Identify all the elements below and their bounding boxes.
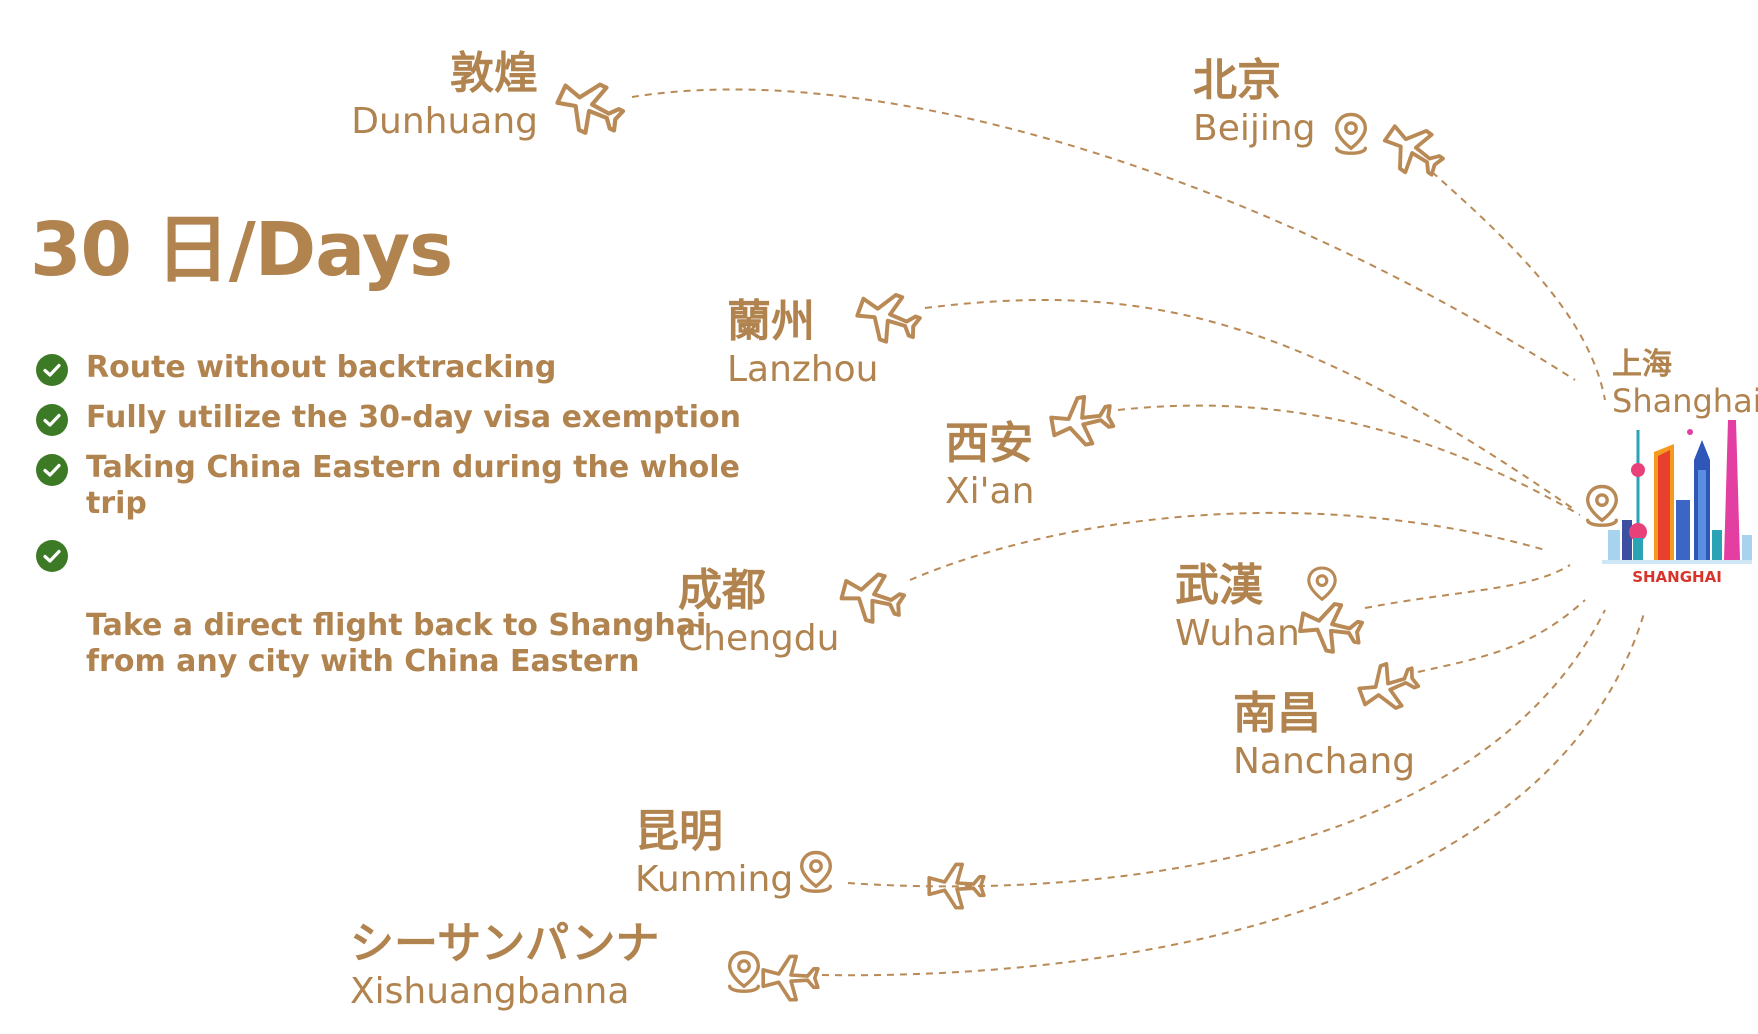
shanghai-skyline-illustration — [1598, 410, 1756, 610]
city-name-zh: 蘭州 — [727, 296, 815, 347]
city-kunming: 昆明 Kunming — [635, 806, 793, 902]
city-name-en: Chengdu — [678, 618, 840, 659]
hub-badge: SHANGHAI — [1632, 568, 1722, 586]
city-name-zh: 昆明 — [635, 806, 723, 857]
feature-item: Take a direct flight back to Shanghai fr… — [36, 536, 786, 680]
check-circle-icon — [36, 454, 68, 486]
feature-item: Taking China Eastern during the whole tr… — [36, 450, 786, 522]
route-xian — [1117, 404, 1581, 516]
location-pin-icon — [718, 946, 770, 998]
feature-text: Taking China Eastern during the whole tr… — [86, 450, 740, 521]
airplane-icon — [824, 549, 922, 640]
check-circle-icon — [36, 354, 68, 386]
feature-text: Route without backtracking — [86, 350, 557, 385]
location-pin-icon — [1325, 108, 1377, 160]
city-nanchang: 南昌 Nanchang — [1233, 688, 1415, 784]
location-pin-icon — [1298, 562, 1346, 610]
route-lanzhou — [924, 298, 1576, 511]
hub-name-en: Shanghai — [1612, 382, 1758, 420]
city-name-en: Xi'an — [945, 471, 1035, 512]
city-name-en: Xishuangbanna — [350, 971, 630, 1012]
check-circle-icon — [36, 540, 68, 572]
hub-label: 上海 Shanghai — [1612, 347, 1758, 421]
airplane-icon — [752, 942, 828, 1008]
city-name-zh: 武漢 — [1175, 560, 1263, 611]
location-pin-icon — [790, 846, 842, 898]
city-wuhan: 武漢 Wuhan — [1175, 560, 1300, 656]
city-xian: 西安 Xi'an — [945, 418, 1034, 514]
airplane-icon — [1034, 375, 1127, 460]
city-name-zh: 西安 — [945, 418, 1033, 469]
city-name-zh: 敦煌 — [450, 48, 538, 99]
route-nanchang — [1417, 599, 1586, 673]
city-name-en: Wuhan — [1175, 613, 1300, 654]
city-name-zh: 南昌 — [1233, 688, 1321, 739]
city-lanzhou: 蘭州 Lanzhou — [727, 296, 879, 392]
city-name-en: Lanzhou — [727, 349, 879, 390]
check-circle-icon — [36, 404, 68, 436]
city-name-en: Nanchang — [1233, 741, 1416, 782]
feature-text: Fully utilize the 30-day visa exemption — [86, 400, 741, 435]
city-name-en: Kunming — [635, 859, 794, 900]
route-beijing — [1431, 171, 1606, 401]
city-name-en: Dunhuang — [351, 101, 538, 142]
city-name-en: Beijing — [1193, 108, 1316, 149]
route-wuhan — [1364, 564, 1571, 609]
location-pin-icon — [1576, 480, 1628, 532]
airplane-icon — [838, 266, 940, 362]
city-chengdu: 成都 Chengdu — [678, 565, 839, 661]
feature-item: Fully utilize the 30-day visa exemption — [36, 400, 786, 436]
route-chengdu — [909, 511, 1546, 581]
route-dunhuang — [631, 88, 1576, 381]
airplane-icon — [918, 850, 994, 916]
city-name-zh: シーサンパンナ — [350, 918, 660, 969]
city-name-zh: 北京 — [1193, 55, 1281, 106]
city-name-zh: 成都 — [678, 565, 766, 616]
city-beijing: 北京 Beijing — [1193, 55, 1316, 151]
airplane-icon — [1284, 581, 1377, 666]
airplane-icon — [1362, 95, 1468, 198]
page-title: 30 日/Days — [30, 207, 453, 293]
route-xishuangbanna — [821, 609, 1646, 977]
hub-name-zh: 上海 — [1612, 347, 1672, 382]
airplane-icon — [1339, 639, 1436, 730]
feature-text: Take a direct flight back to Shanghai fr… — [86, 608, 707, 679]
airplane-icon — [536, 51, 646, 156]
feature-item: Route without backtracking — [36, 350, 786, 386]
feature-list: Route without backtracking Fully utilize… — [36, 350, 786, 694]
city-xishuangbanna: シーサンパンナ Xishuangbanna — [350, 918, 659, 1014]
route-kunming — [847, 609, 1606, 888]
city-dunhuang: 敦煌 Dunhuang — [350, 48, 538, 144]
